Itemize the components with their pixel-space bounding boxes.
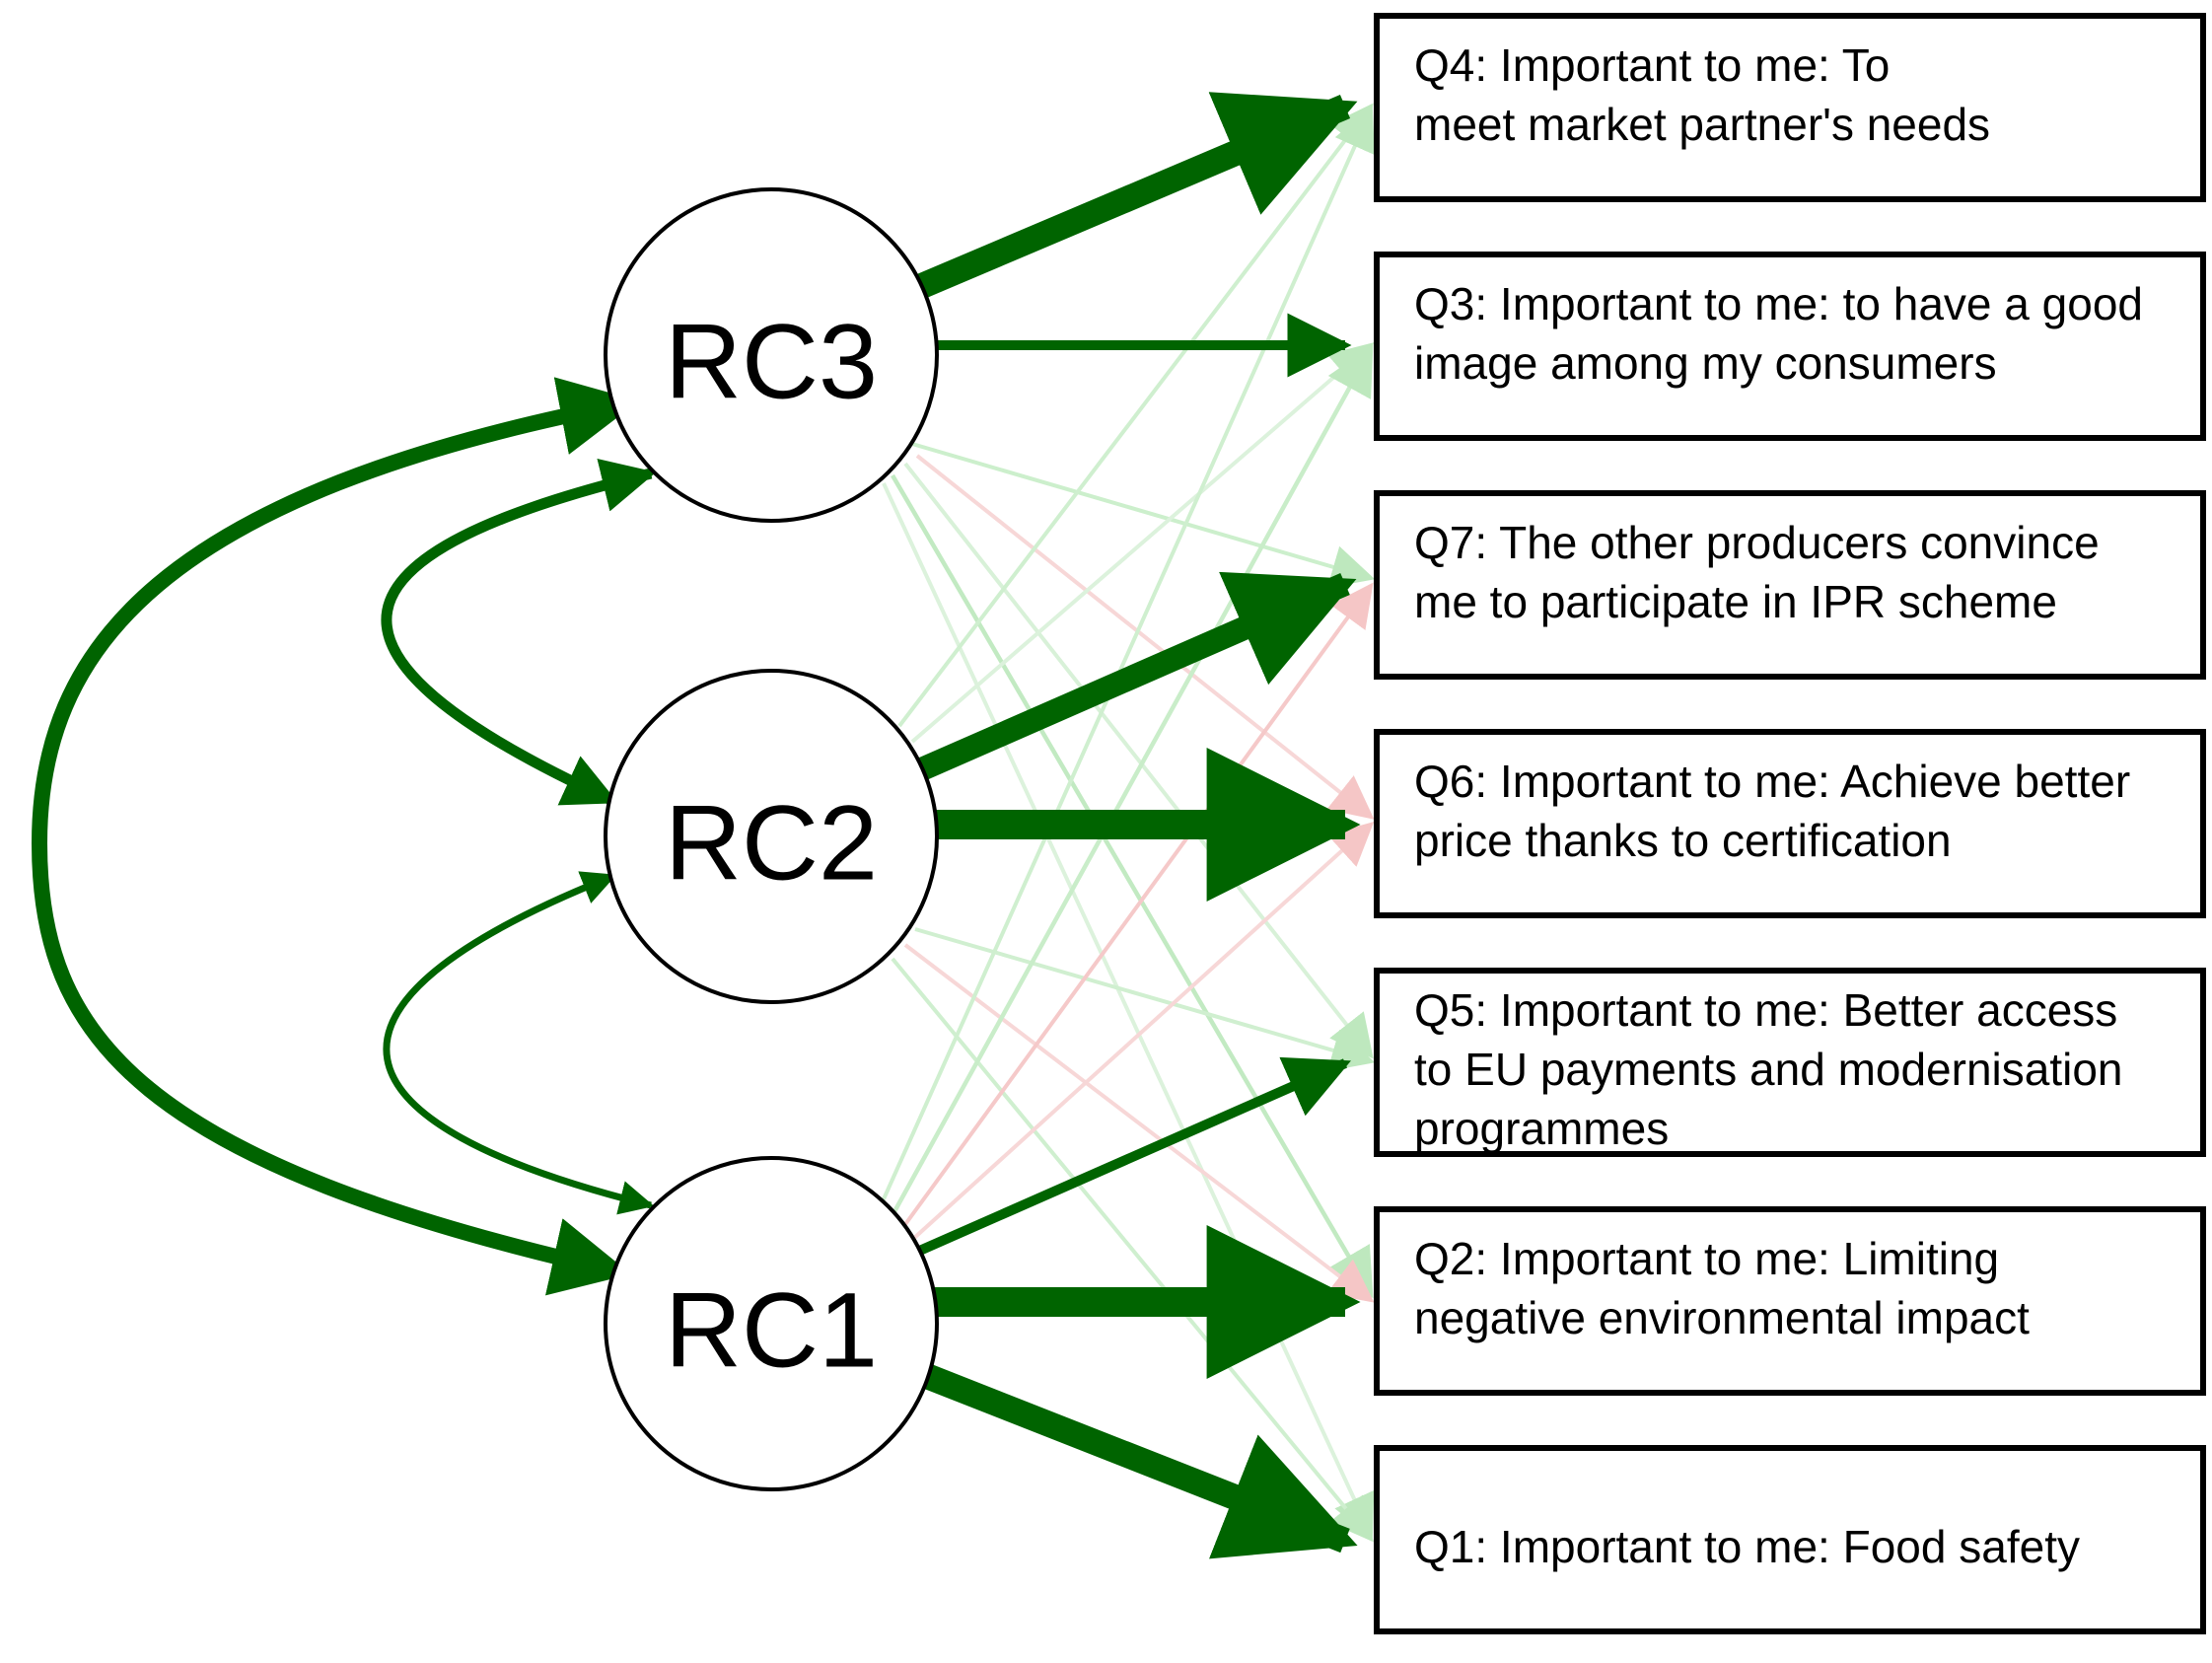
indicator-box-q2[interactable] [1374,1206,2206,1396]
indicator-box-q6[interactable] [1374,729,2206,918]
correlation-rc3-rc2 [381,458,657,807]
factor-circle-rc2[interactable] [604,669,939,1004]
loading-rc3-q4 [911,92,1358,300]
correlation-rc3-rc1 [31,377,639,1296]
loading-rc2-q3 [910,342,1375,744]
loading-rc3-q7 [911,442,1376,588]
factor-label-rc2: RC2 [665,783,878,903]
factor-node-rc3[interactable]: RC3 [604,187,939,523]
loading-rc1-q4 [881,106,1375,1202]
indicator-box-q1[interactable] [1374,1445,2206,1634]
loading-rc2-q5 [914,927,1376,1072]
factor-node-rc2[interactable]: RC2 [604,669,939,1004]
loading-rc2-q7 [912,571,1357,782]
primary-loading-group [911,92,1361,1559]
indicator-box-group [1374,13,2206,1634]
loading-rc1-q5 [912,1056,1351,1258]
indicator-box-q7[interactable] [1374,490,2206,680]
correlation-group [31,377,657,1296]
indicator-box-q3[interactable] [1374,252,2206,441]
indicator-box-q4[interactable] [1374,13,2206,202]
loading-rc1-q1 [914,1360,1358,1559]
loading-rc1-q3 [891,344,1374,1217]
factor-label-rc3: RC3 [665,302,878,421]
loading-rc3-q5 [903,462,1374,1059]
loading-rc3-q2 [891,473,1374,1299]
indicator-box-q5[interactable] [1374,968,2206,1157]
factor-label-rc1: RC1 [665,1270,878,1390]
factor-circle-rc3[interactable] [604,187,939,523]
correlation-rc2-rc1 [383,871,655,1215]
loading-rc1-q7 [901,582,1374,1229]
factor-circle-rc1[interactable] [604,1156,939,1491]
factor-node-rc1[interactable]: RC1 [604,1156,939,1491]
